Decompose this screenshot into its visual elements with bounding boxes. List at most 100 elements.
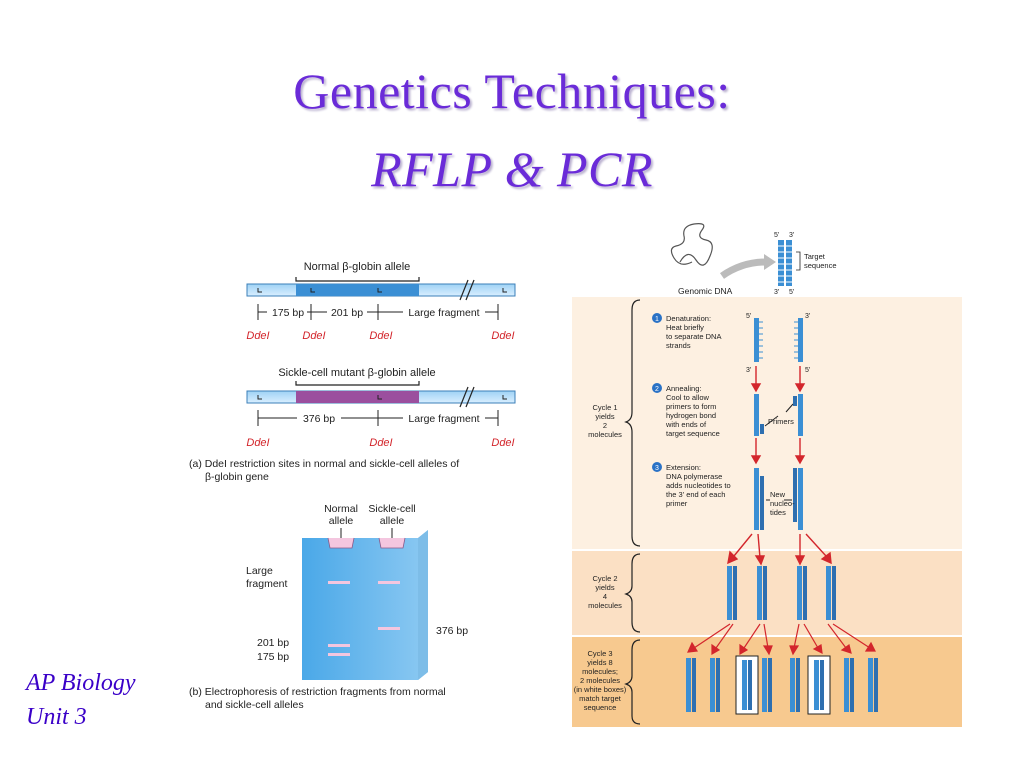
cycle3-molecules (686, 655, 878, 715)
five-prime-label: 5' (774, 232, 779, 239)
genomic-dna-label: Genomic DNA (678, 286, 733, 296)
annealed-strands: Primers (754, 394, 803, 436)
step2-text: target sequence (666, 429, 720, 438)
step-number: 1 (655, 316, 659, 323)
gel-slab (302, 530, 428, 680)
ddei-site-label: DdeI (491, 437, 514, 449)
cycle1-background (572, 297, 962, 549)
three-prime-label: 3' (805, 313, 810, 320)
cycle1-label: yields (595, 412, 614, 421)
cycle3-label: 2 molecules (580, 676, 620, 685)
fragment-201-label: 201 bp (331, 307, 363, 319)
step-number-badge (652, 313, 662, 323)
slide-title-line1: Genetics Techniques: (293, 63, 731, 119)
cycle3-label: yields 8 (587, 658, 612, 667)
caption-b-line1: (b) Electrophoresis of restriction fragm… (189, 686, 446, 698)
large-fragment-label: Large fragment (408, 413, 479, 425)
gel-band-175 (328, 653, 350, 656)
step3-text: adds nucleotides to (666, 481, 731, 490)
gel-band-large-normal (328, 581, 350, 584)
step1-text: to separate DNA (666, 332, 721, 341)
sickle-allele-label: Sickle-cell mutant β-globin allele (278, 367, 435, 379)
gel-376-label: 376 bp (436, 625, 468, 637)
cycle3-label: molecules; (582, 667, 618, 676)
ddei-site-label: DdeI (369, 437, 392, 449)
step-number: 3 (655, 465, 659, 472)
ddei-site-label: DdeI (491, 330, 514, 342)
sickle-allele-region (296, 391, 419, 403)
genomic-dna-squiggle-icon (670, 223, 713, 266)
step2-text: with ends of (665, 420, 707, 429)
primers-label: Primers (768, 417, 794, 426)
rflp-panel-b-gel: Normal allele Sickle-cell allele Large f… (189, 503, 468, 711)
large-fragment-label: Large fragment (408, 307, 479, 319)
denatured-strands: 5' 3' 3' 5' (746, 313, 810, 374)
cycle3-label: (in white boxes) (574, 685, 627, 694)
step-number: 2 (655, 386, 659, 393)
step1-group: 1 Denaturation: Heat briefly to separate… (652, 313, 721, 350)
gel-normal-label: allele (329, 515, 354, 527)
step2-text: Annealing: (666, 384, 701, 393)
cycle2-molecules (727, 566, 836, 620)
step3-text: primer (666, 499, 688, 508)
cycle2-label: 4 (603, 592, 607, 601)
step2-text: primers to form (666, 402, 716, 411)
gel-band-large-sickle (378, 581, 400, 584)
gel-band-201 (328, 644, 350, 647)
course-label: AP Biology (26, 670, 136, 696)
new-nucleotides-label: tides (770, 508, 786, 517)
five-prime-label: 5' (789, 289, 794, 296)
five-prime-label: 5' (805, 367, 810, 374)
caption-a-line1: (a) DdeI restriction sites in normal and… (189, 458, 459, 470)
ddei-site-label: DdeI (246, 330, 269, 342)
step2-group: 2 Annealing: Cool to allow primers to fo… (652, 383, 720, 438)
cycle3-label: Cycle 3 (587, 649, 612, 658)
extended-strands: New nucleo- tides (754, 468, 803, 530)
cycle2-label: molecules (588, 601, 622, 610)
gel-sickle-label: allele (380, 515, 405, 527)
step3-text: the 3' end of each (666, 490, 725, 499)
three-prime-label: 3' (789, 232, 794, 239)
normal-allele-label: Normal β-globin allele (304, 261, 411, 273)
ddei-site-label: DdeI (302, 330, 325, 342)
ddei-site-label: DdeI (246, 437, 269, 449)
three-prime-label: 3' (746, 367, 751, 374)
caption-a-line2: β-globin gene (205, 471, 269, 483)
gel-sickle-label: Sickle-cell (368, 503, 415, 515)
target-dna-helix-icon (778, 240, 792, 286)
normal-bracket (295, 277, 420, 282)
step3-text: DNA polymerase (666, 472, 722, 481)
new-nucleotides-label: New (770, 490, 786, 499)
cycle2-label: Cycle 2 (592, 574, 617, 583)
slide-title-line2: RFLP & PCR (371, 141, 653, 197)
cycle1-label: molecules (588, 430, 622, 439)
step3-group: 3 Extension: DNA polymerase adds nucleot… (652, 462, 731, 508)
gel-201-label: 201 bp (257, 637, 289, 649)
step1-text: Denaturation: (666, 314, 711, 323)
gel-band-376 (378, 627, 400, 630)
step2-text: Cool to allow (666, 393, 710, 402)
step2-text: hydrogen bond (666, 411, 716, 420)
step1-text: Heat briefly (666, 323, 704, 332)
pcr-panel: Genomic DNA 5' 3' 3' 5' Target sequence … (572, 223, 962, 727)
cycle2-label: yields (595, 583, 614, 592)
rflp-panel-a: Normal β-globin allele 175 bp 201 bp Lar… (189, 261, 516, 483)
fragment-175-label: 175 bp (272, 307, 304, 319)
target-label: sequence (804, 261, 837, 270)
cycle3-label: sequence (584, 703, 617, 712)
step1-text: strands (666, 341, 691, 350)
gel-normal-label: Normal (324, 503, 358, 515)
normal-allele-region (296, 284, 419, 296)
fragment-376-label: 376 bp (303, 413, 335, 425)
three-prime-label: 3' (774, 289, 779, 296)
target-label: Target (804, 252, 826, 261)
gel-175-label: 175 bp (257, 651, 289, 663)
cycle1-label: 2 (603, 421, 607, 430)
five-prime-label: 5' (746, 313, 751, 320)
new-nucleotides-label: nucleo- (770, 499, 795, 508)
ddei-site-label: DdeI (369, 330, 392, 342)
caption-b-line2: and sickle-cell alleles (205, 699, 304, 711)
cycle1-label: Cycle 1 (592, 403, 617, 412)
unit-label: Unit 3 (26, 704, 87, 730)
